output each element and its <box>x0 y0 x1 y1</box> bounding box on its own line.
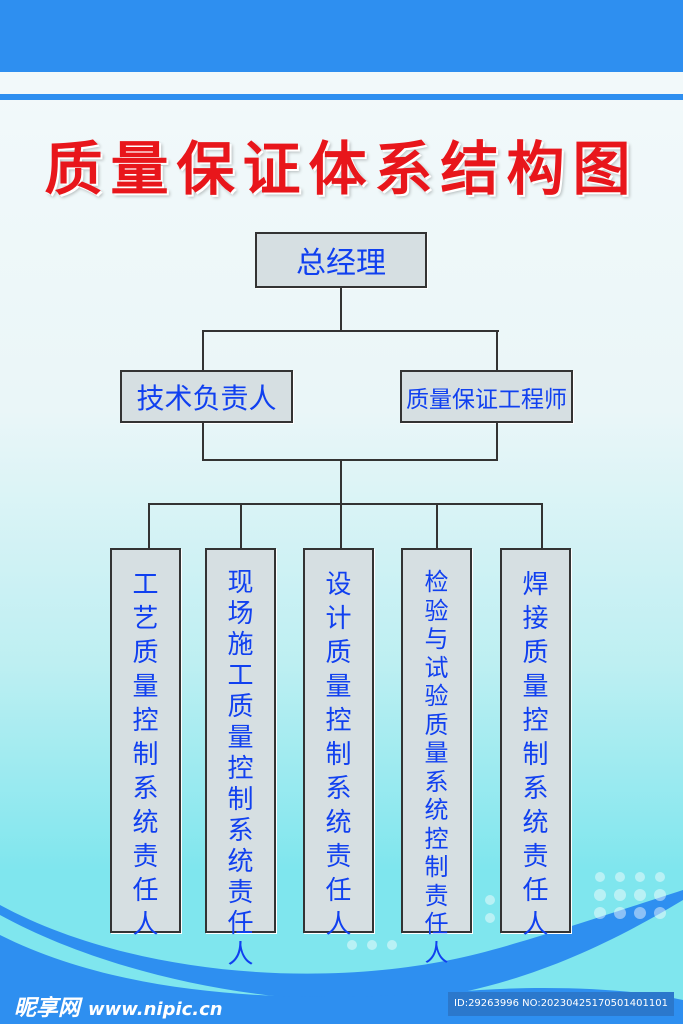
label-char: 艺 <box>132 604 159 634</box>
box-label: 工艺质量控制系统责任人 <box>132 568 158 942</box>
label-char: 与 <box>424 625 449 653</box>
label-char: 统 <box>522 808 549 838</box>
label-char: 现 <box>227 568 254 598</box>
site-construction-quality-box: 现场施工质量控制系统责任人 <box>205 548 276 970</box>
site-url: www.nipic.cn <box>88 999 223 1020</box>
label-char: 控 <box>424 824 449 853</box>
connector <box>240 503 242 548</box>
label-char: 量 <box>522 672 549 702</box>
label-char: 人 <box>227 940 254 970</box>
label-char: 统 <box>424 796 449 824</box>
label-char: 控 <box>132 706 159 736</box>
connector <box>340 459 342 504</box>
top-banner <box>0 0 683 72</box>
box-label: 现场施工质量控制系统责任人 <box>227 568 253 971</box>
connector <box>148 503 150 548</box>
label-char: 责 <box>522 842 549 872</box>
process-quality-box: 工艺质量控制系统责任人 <box>110 548 181 940</box>
label-char: 任 <box>424 910 449 938</box>
label-char: 验 <box>424 596 449 625</box>
label-char: 焊 <box>522 570 549 600</box>
connector <box>436 503 438 548</box>
connector <box>496 330 498 370</box>
connector <box>340 288 342 331</box>
connector <box>202 330 204 370</box>
label-char: 制 <box>227 785 254 815</box>
connector <box>202 330 499 332</box>
label-char: 质 <box>132 638 159 668</box>
label-char: 接 <box>522 604 549 634</box>
label-char: 统 <box>227 847 254 877</box>
label-char: 统 <box>325 808 352 838</box>
label-char: 工 <box>227 661 254 691</box>
label-char: 验 <box>424 682 449 710</box>
box-label: 设计质量控制系统责任人 <box>325 568 351 942</box>
label-char: 检 <box>424 568 449 596</box>
label-char: 人 <box>132 910 159 940</box>
connector <box>340 503 342 548</box>
label-char: 设 <box>325 570 352 600</box>
label-char: 量 <box>424 739 449 767</box>
general-manager-box: 总经理 <box>255 232 427 288</box>
watermark-logo: 昵享网 www.nipic.cn <box>14 990 223 1022</box>
box-label: 焊接质量控制系统责任人 <box>522 568 548 942</box>
label-char: 质 <box>424 710 449 739</box>
top-stripe <box>0 94 683 100</box>
design-quality-box: 设计质量控制系统责任人 <box>303 548 374 940</box>
label-char: 制 <box>132 740 159 770</box>
label-char: 统 <box>132 808 159 838</box>
label-char: 质 <box>227 692 254 722</box>
label-char: 控 <box>325 706 352 736</box>
label-char: 制 <box>325 740 352 770</box>
label-char: 系 <box>227 816 254 846</box>
label-char: 制 <box>424 853 449 881</box>
label-char: 系 <box>424 767 449 796</box>
image-id-tag: ID:29263996 NO:20230425170501401101 <box>448 992 674 1016</box>
connector <box>202 423 204 461</box>
label-char: 系 <box>522 774 549 804</box>
label-char: 任 <box>132 876 159 906</box>
connector <box>148 503 543 505</box>
page-title: 质量保证体系结构图 <box>44 135 639 203</box>
welding-quality-box: 焊接质量控制系统责任人 <box>500 548 571 940</box>
label-char: 责 <box>424 881 449 910</box>
label-char: 任 <box>522 876 549 906</box>
connector <box>541 503 543 548</box>
label-char: 系 <box>132 774 159 804</box>
label-char: 任 <box>325 876 352 906</box>
box-label: 检验与试验质量系统控制责任人 <box>425 568 449 967</box>
label-char: 人 <box>522 910 549 940</box>
label-char: 试 <box>424 653 449 682</box>
technical-lead-box: 技术负责人 <box>120 370 293 423</box>
label-char: 场 <box>227 599 254 629</box>
label-char: 人 <box>424 938 449 967</box>
connector <box>496 423 498 461</box>
qa-engineer-box: 质量保证工程师 <box>400 370 573 423</box>
label-char: 人 <box>325 910 352 940</box>
label-char: 质 <box>325 638 352 668</box>
label-char: 量 <box>325 672 352 702</box>
logo-text: 昵享网 <box>14 996 81 1021</box>
label-char: 计 <box>325 604 352 634</box>
label-char: 控 <box>227 754 254 784</box>
label-char: 量 <box>227 723 254 753</box>
label-char: 责 <box>325 842 352 872</box>
label-char: 系 <box>325 774 352 804</box>
connector <box>202 459 498 461</box>
label-char: 控 <box>522 706 549 736</box>
label-char: 质 <box>522 638 549 668</box>
inspection-testing-quality-box: 检验与试验质量系统控制责任人 <box>401 548 472 967</box>
label-char: 制 <box>522 740 549 770</box>
label-char: 施 <box>227 630 254 660</box>
label-char: 责 <box>132 842 159 872</box>
label-char: 量 <box>132 672 159 702</box>
label-char: 工 <box>132 570 159 600</box>
label-char: 责 <box>227 878 254 908</box>
label-char: 任 <box>227 909 254 939</box>
